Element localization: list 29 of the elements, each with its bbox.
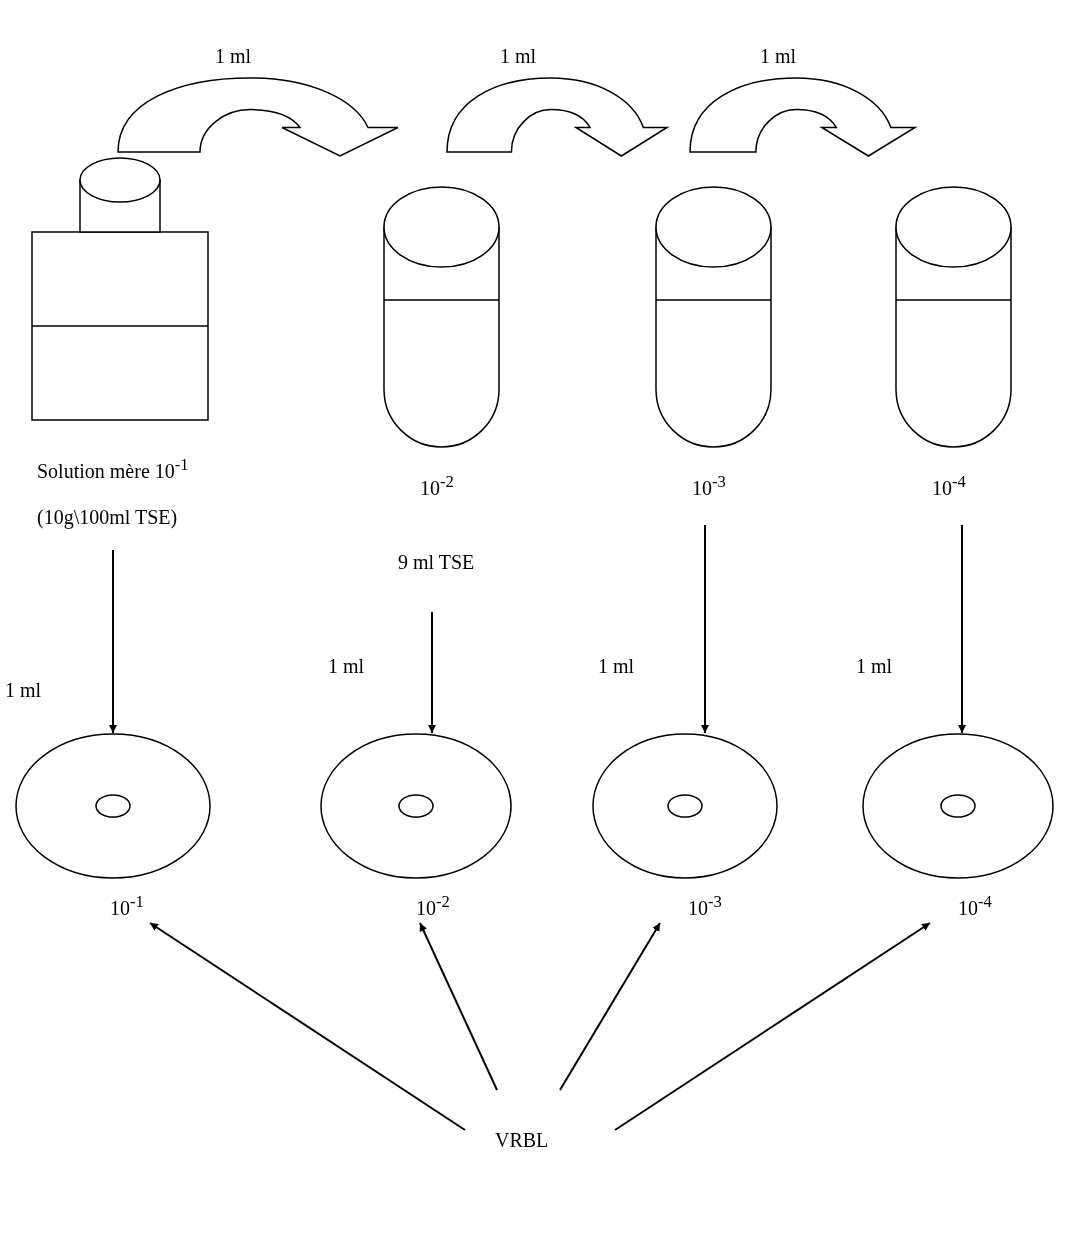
- arrow: [149, 922, 466, 1131]
- curved-arrow: [446, 77, 668, 157]
- dilution-label: 10$^{-3}$: [692, 472, 726, 500]
- arrow: [559, 922, 661, 1091]
- arrow: [958, 524, 966, 734]
- edge-label: 1 ml: [215, 44, 252, 68]
- dilution-label: 10$^{-2}$: [416, 892, 450, 920]
- dilution-label: 10$^{-4}$: [932, 472, 966, 500]
- dilution-label: 10$^{-4}$: [958, 892, 992, 920]
- edge-label: 1 ml: [328, 654, 365, 678]
- arrow: [614, 922, 931, 1131]
- dilution-label: 10$^{-3}$: [688, 892, 722, 920]
- curved-arrow: [689, 77, 916, 157]
- dilution-label: 9 ml TSE: [398, 550, 475, 574]
- edge-label: 1 ml: [500, 44, 537, 68]
- edge-label: 1 ml: [856, 654, 893, 678]
- dilution-label: 10$^{-2}$: [420, 472, 454, 500]
- edge-label: 1 ml: [598, 654, 635, 678]
- arrow: [109, 549, 117, 734]
- edge-label: 1 ml: [760, 44, 797, 68]
- dilution-label: (10g\100ml TSE): [37, 505, 178, 529]
- arrow: [419, 922, 498, 1091]
- dilution-label: 10$^{-1}$: [110, 892, 144, 920]
- arrow: [701, 524, 709, 734]
- arrow: [428, 611, 436, 734]
- curved-arrow: [117, 77, 399, 157]
- reagent-label: VRBL: [495, 1128, 549, 1152]
- dilution-label: Solution mère 10$^{-1}$: [37, 455, 189, 483]
- edge-label: 1 ml: [5, 678, 42, 702]
